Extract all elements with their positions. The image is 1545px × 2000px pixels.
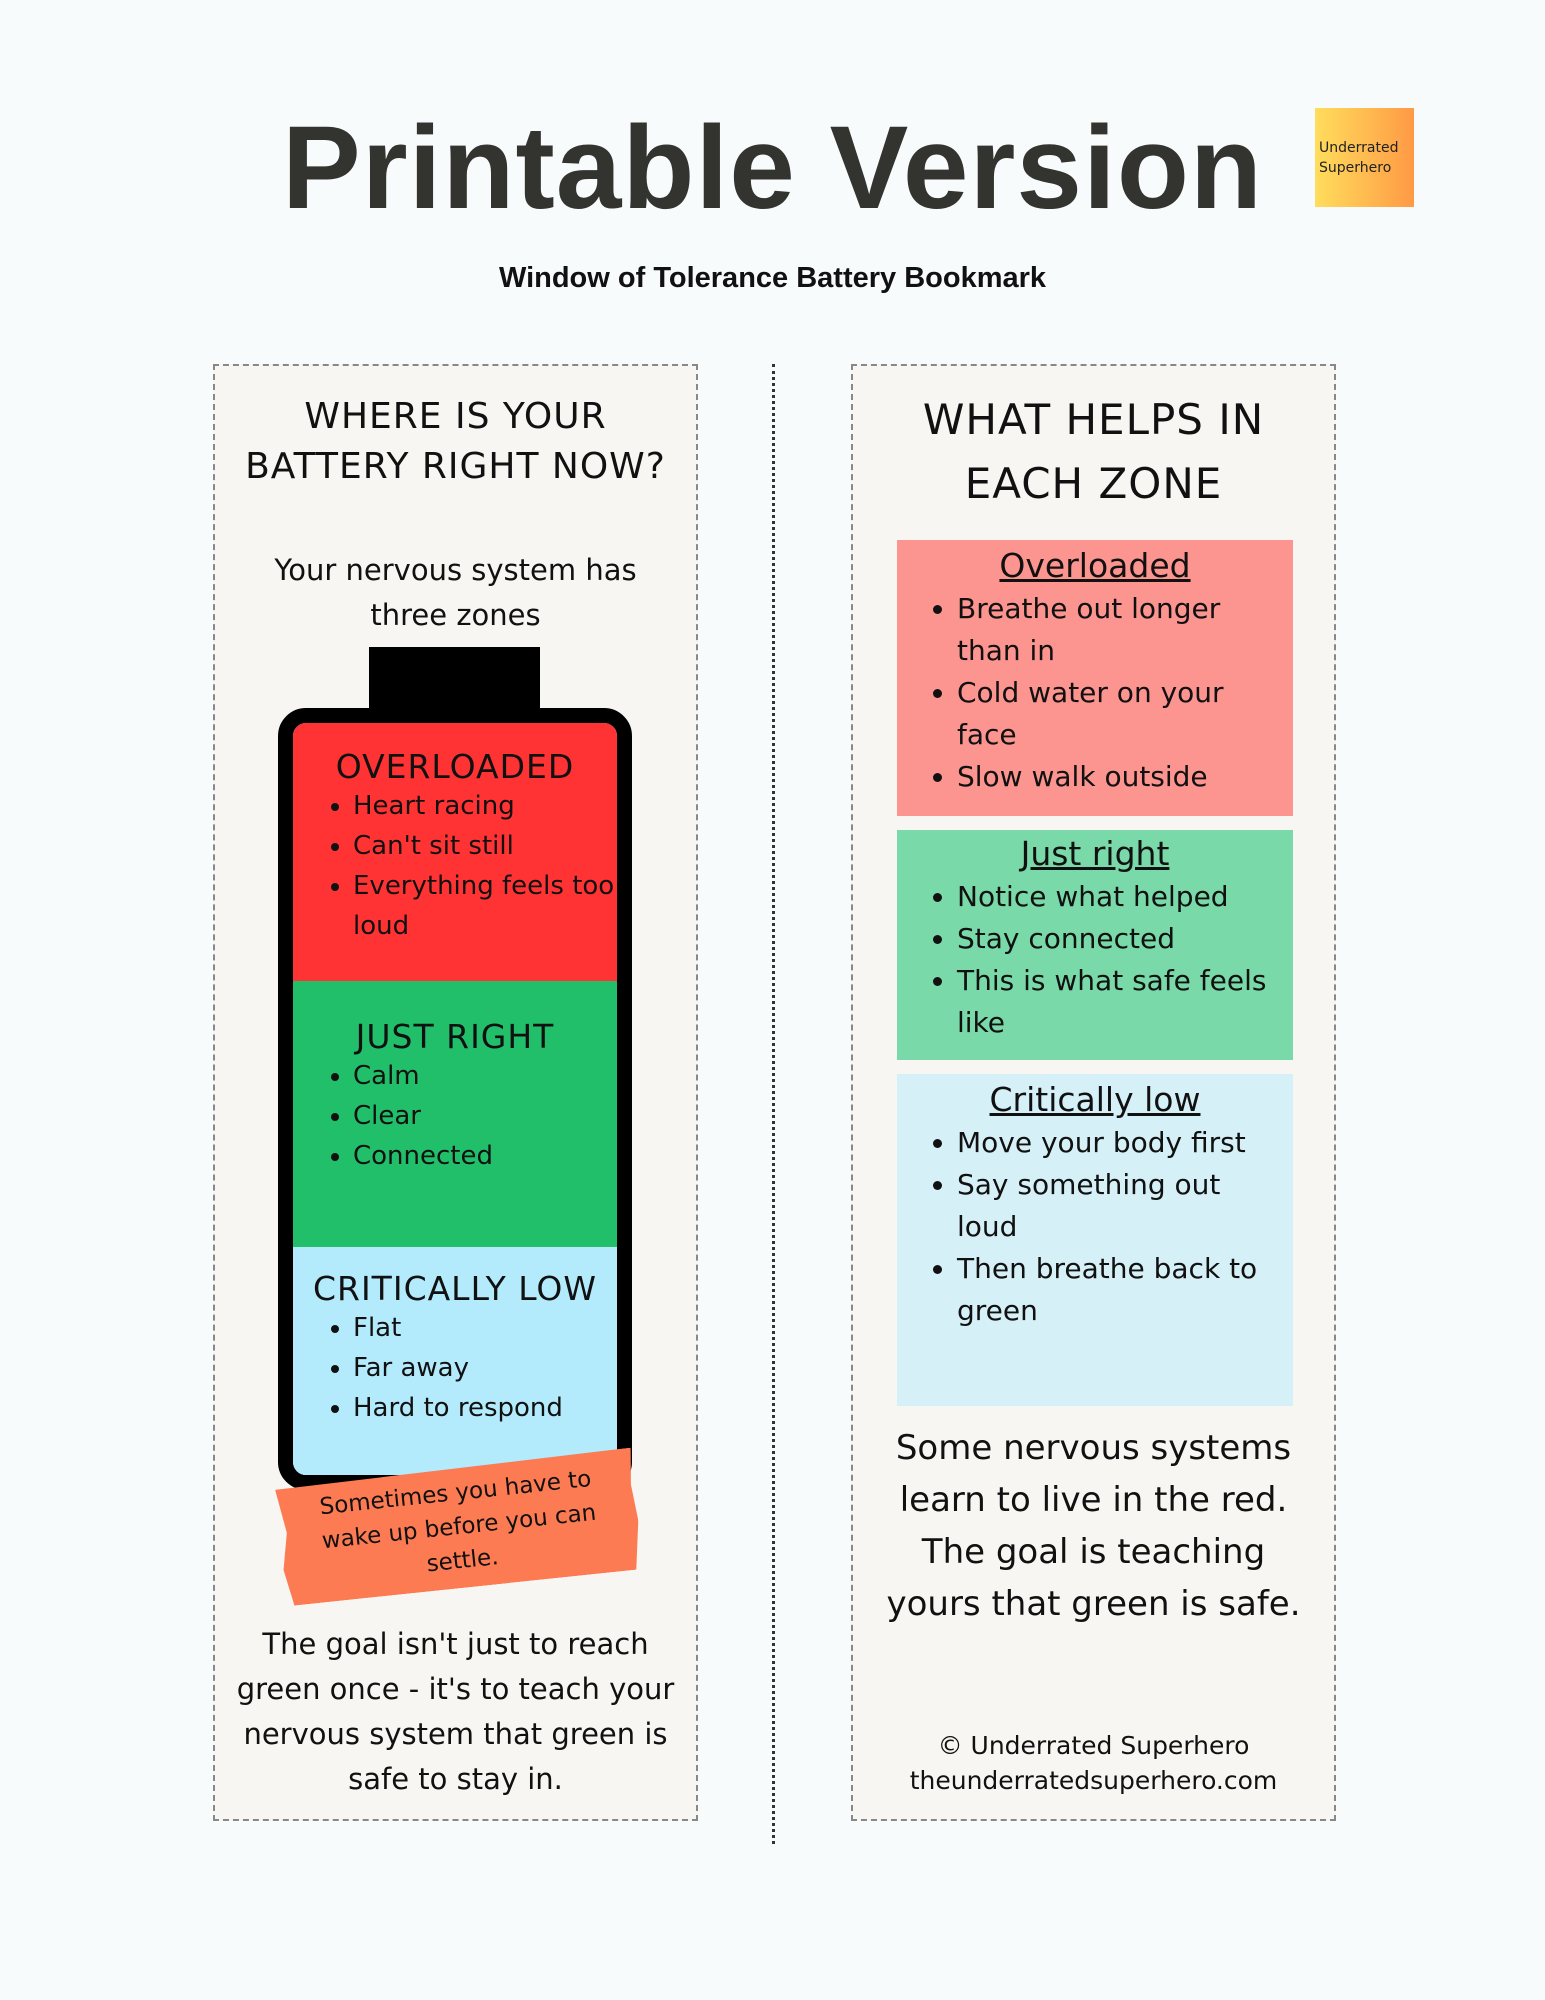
list-item: Then breathe back to green <box>957 1248 1283 1332</box>
list-item: Heart racing <box>353 786 617 826</box>
right-heading: WHAT HELPS IN EACH ZONE <box>922 395 1265 508</box>
list-item: Stay connected <box>957 918 1283 960</box>
zone-title: OVERLOADED <box>335 747 575 786</box>
copyright: © Underrated Superhero <box>937 1731 1250 1760</box>
list-item: This is what safe feels like <box>957 960 1283 1044</box>
list-item: Clear <box>353 1096 617 1136</box>
zone-title: JUST RIGHT <box>355 1017 555 1056</box>
list-item: Say something out loud <box>957 1164 1283 1248</box>
battery-terminal <box>369 647 540 711</box>
page-title: Printable Version <box>282 102 1263 234</box>
zone-list: Breathe out longer than inCold water on … <box>957 588 1293 798</box>
zone-list: CalmClearConnected <box>353 1056 617 1176</box>
zone-title: CRITICALLY LOW <box>312 1269 598 1308</box>
battery: OVERLOADEDHeart racingCan't sit stillEve… <box>278 708 632 1490</box>
logo-text-line: Superhero <box>1319 159 1392 176</box>
zone-list: Move your body firstSay something out lo… <box>957 1122 1293 1332</box>
right-bookmark: WHAT HELPS IN EACH ZONE OverloadedBreath… <box>851 364 1336 1821</box>
help-critically-low: Critically lowMove your body firstSay so… <box>897 1074 1293 1406</box>
left-footer: The goal isn't just to reach green once … <box>236 1627 675 1796</box>
left-heading: WHERE IS YOUR BATTERY RIGHT NOW? <box>245 396 666 487</box>
list-item: Connected <box>353 1136 617 1176</box>
zone-list: Heart racingCan't sit stillEverything fe… <box>353 786 617 946</box>
zone-critically-low: CRITICALLY LOWFlatFar awayHard to respon… <box>293 1247 617 1475</box>
list-item: Breathe out longer than in <box>957 588 1283 672</box>
list-item: Slow walk outside <box>957 756 1283 798</box>
zone-list: Notice what helpedStay connectedThis is … <box>957 876 1293 1044</box>
list-item: Can't sit still <box>353 826 617 866</box>
logo: Underrated Superhero <box>1315 108 1414 207</box>
zone-list: FlatFar awayHard to respond <box>353 1308 617 1428</box>
help-overloaded: OverloadedBreathe out longer than inCold… <box>897 540 1293 816</box>
list-item: Hard to respond <box>353 1388 617 1428</box>
zone-title: Overloaded <box>999 546 1191 585</box>
list-item: Notice what helped <box>957 876 1283 918</box>
closing-text: Some nervous systems learn to live in th… <box>886 1428 1301 1624</box>
list-item: Cold water on your face <box>957 672 1283 756</box>
logo-text-line: Underrated <box>1319 139 1399 156</box>
left-intro: Your nervous system has three zones <box>274 553 637 632</box>
list-item: Everything feels too loud <box>353 866 617 946</box>
website[interactable]: theunderratedsuperhero.com <box>909 1766 1278 1795</box>
list-item: Move your body first <box>957 1122 1283 1164</box>
list-item: Far away <box>353 1348 617 1388</box>
list-item: Calm <box>353 1056 617 1096</box>
zone-title: Just right <box>1020 834 1170 873</box>
cut-line-divider <box>772 364 775 1844</box>
help-just-right: Just rightNotice what helpedStay connect… <box>897 830 1293 1060</box>
list-item: Flat <box>353 1308 617 1348</box>
zone-title: Critically low <box>989 1080 1201 1119</box>
subtitle: Window of Tolerance Battery Bookmark <box>498 262 1047 294</box>
zone-overloaded: OVERLOADEDHeart racingCan't sit stillEve… <box>293 723 617 981</box>
credits: © Underrated Superhero theunderratedsupe… <box>853 1728 1334 1798</box>
zone-just-right: JUST RIGHTCalmClearConnected <box>293 981 617 1247</box>
